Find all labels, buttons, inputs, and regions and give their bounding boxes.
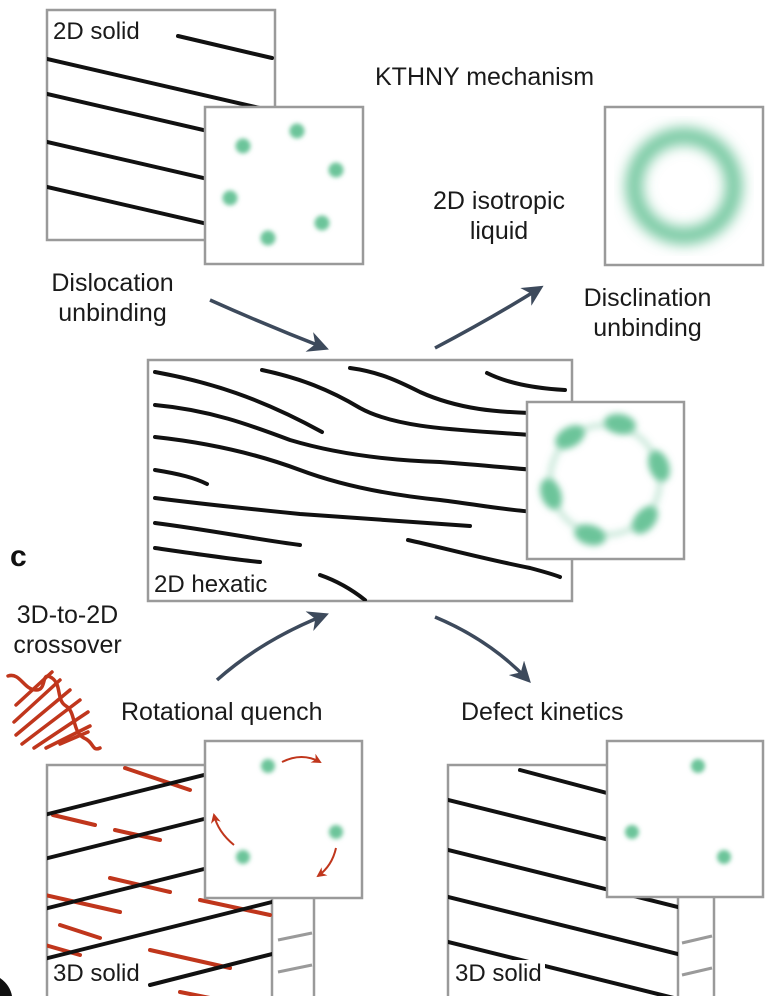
solid-2d-diffraction [203,105,365,266]
transition-arrows [209,285,544,684]
crop-artifact [0,978,12,996]
arrow-rotational-quench [215,611,329,682]
liquid-diffraction-panel [603,105,765,267]
label-rotational-quench: Rotational quench [121,698,323,726]
arrow-disclination [434,285,544,350]
solid-2d-panel [45,8,365,266]
solid-3d-right-panel [446,739,765,996]
crossover-wave-icon [6,670,102,751]
label-isotropic-liquid: 2D isotropic liquid [433,187,565,245]
diagram-title: KTHNY mechanism [375,63,595,91]
panel-letter-c: c [10,540,27,573]
arrow-defect-kinetics [434,615,531,684]
label-3d-solid-left: 3D solid [50,960,143,988]
rotational-diffraction [203,739,364,900]
hexatic-lines [153,366,567,601]
hexatic-panel [146,358,686,603]
arrow-dislocation [209,298,329,352]
diffraction-ring [626,128,742,244]
rotation-arrows [210,753,337,878]
bragg-peaks [222,123,344,246]
label-crossover: 3D-to-2D crossover [13,601,122,659]
solid-3d-left-panel [45,739,364,996]
label-disclination-unbinding: Disclination unbinding [583,284,712,342]
hexatic-diffraction [525,400,686,561]
label-2d-hexatic: 2D hexatic [151,571,271,599]
label-3d-solid-right: 3D solid [452,960,545,988]
defect-diffraction [605,739,765,899]
label-2d-solid: 2D solid [50,18,143,46]
hexatic-arcs [540,413,670,546]
label-dislocation-unbinding: Dislocation unbinding [51,269,174,327]
label-defect-kinetics: Defect kinetics [461,698,624,726]
